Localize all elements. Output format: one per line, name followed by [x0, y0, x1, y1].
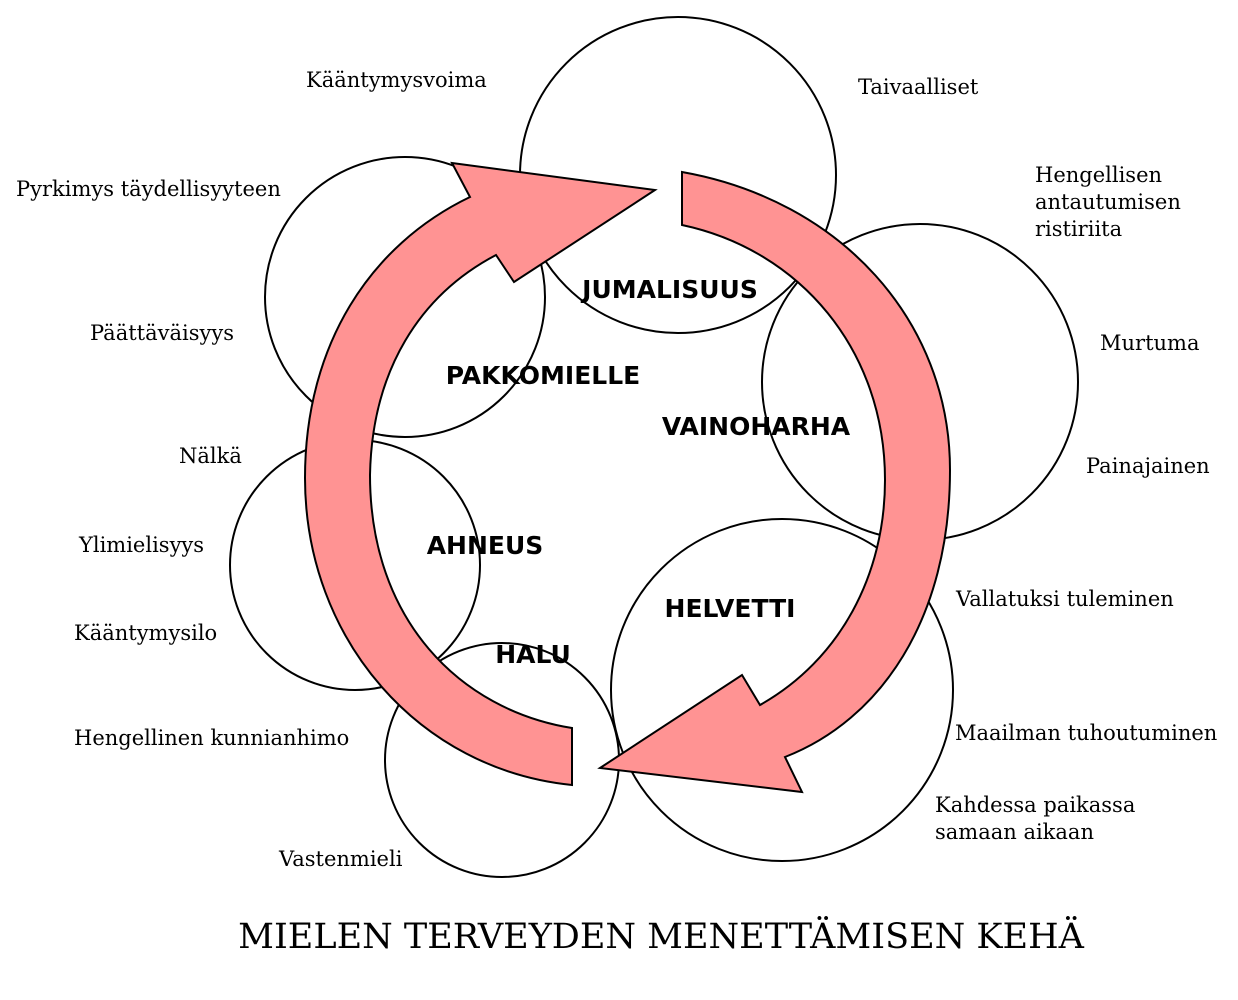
- label-paattavaisyys: Päättäväisyys: [90, 321, 234, 345]
- label-vastenmieli: Vastenmieli: [278, 847, 403, 871]
- label-hengellisen-3: ristiriita: [1035, 217, 1122, 241]
- stage-jumalisuus: JUMALISUUS: [580, 275, 758, 304]
- label-vallatuksi: Vallatuksi tuleminen: [955, 587, 1174, 611]
- label-kahdessa-2: samaan aikaan: [935, 820, 1094, 844]
- label-taivaalliset: Taivaalliset: [858, 75, 979, 99]
- stage-pakkomielle: PAKKOMIELLE: [446, 361, 640, 390]
- label-hengellisen-2: antautumisen: [1035, 190, 1181, 214]
- label-kaantymysilo: Kääntymysilo: [74, 621, 217, 645]
- label-ylimielisyys: Ylimielisyys: [78, 533, 204, 557]
- cycle-arrow-right-icon: [597, 170, 952, 794]
- label-kaantymysvoima: Kääntymysvoima: [306, 68, 487, 92]
- label-hengellisen-1: Hengellisen: [1035, 163, 1162, 187]
- label-pyrkimys: Pyrkimys täydellisyyteen: [16, 177, 281, 201]
- label-kunnianhimo: Hengellinen kunnianhimo: [74, 726, 349, 750]
- stage-ahneus: AHNEUS: [427, 531, 544, 560]
- stage-halu: HALU: [495, 640, 571, 669]
- label-kahdessa-1: Kahdessa paikassa: [935, 793, 1135, 817]
- label-painajainen: Painajainen: [1086, 454, 1210, 478]
- label-murtuma: Murtuma: [1100, 331, 1199, 355]
- label-maailman: Maailman tuhoutuminen: [955, 721, 1217, 745]
- stage-helvetti: HELVETTI: [665, 594, 796, 623]
- stage-vainoharha: VAINOHARHA: [662, 412, 851, 441]
- label-nalka: Nälkä: [179, 444, 242, 468]
- diagram-title: MIELEN TERVEYDEN MENETTÄMISEN KEHÄ: [238, 915, 1084, 957]
- cycle-arrow-left-icon: [303, 161, 658, 787]
